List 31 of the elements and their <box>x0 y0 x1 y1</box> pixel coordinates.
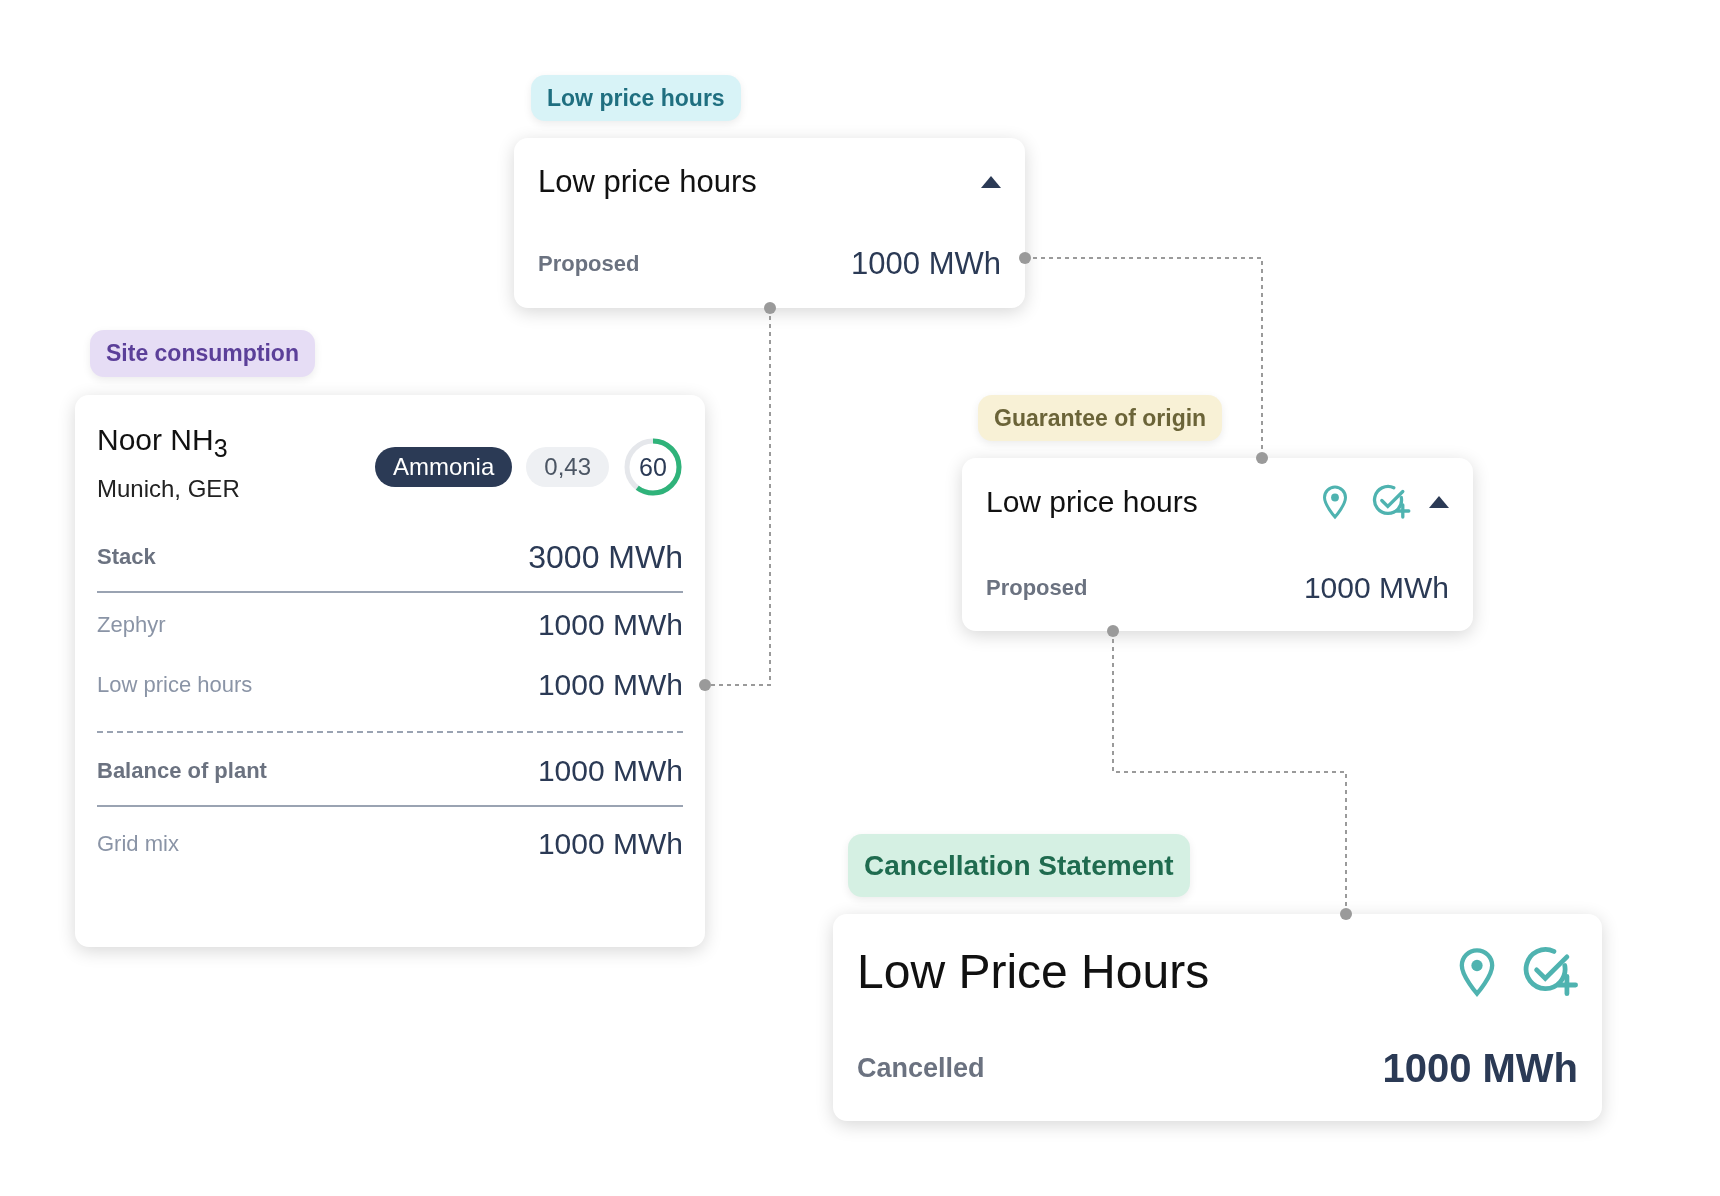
row-label: Zephyr <box>97 612 166 638</box>
row-label: Balance of plant <box>97 758 267 784</box>
progress-ring: 60 <box>623 437 683 497</box>
row-label: Low price hours <box>97 672 253 698</box>
dotted-connector <box>1019 252 1268 464</box>
dotted-connector <box>1107 625 1352 920</box>
category-tag: Low price hours <box>531 75 741 121</box>
row-label: Proposed <box>538 251 640 277</box>
value-text: 1000 MWh <box>851 246 1001 282</box>
value-text: 1000 MWh <box>537 827 683 861</box>
row-label: Grid mix <box>97 831 179 857</box>
card-title: Low price hours <box>986 485 1198 519</box>
category-chip: Ammonia <box>374 447 513 487</box>
card-title: Low price hours <box>538 164 757 200</box>
value-text: 1000 MWh <box>537 754 683 788</box>
value-text: 1000 MWh <box>1382 1046 1578 1091</box>
score-chip: 0,43 <box>526 447 609 487</box>
category-tag: Cancellation Statement <box>848 834 1190 897</box>
site-location: Munich, GER <box>97 475 240 503</box>
value-text: 1000 MWh <box>537 608 683 642</box>
row-label: Stack <box>97 544 156 570</box>
card-title: Low Price Hours <box>857 944 1210 999</box>
dotted-connector <box>699 302 776 691</box>
value-text: 3000 MWh <box>528 538 683 576</box>
category-tag: Site consumption <box>90 330 315 377</box>
category-tag: Guarantee of origin <box>978 395 1223 441</box>
row-label: Proposed <box>986 575 1088 601</box>
value-text: 1000 MWh <box>1303 571 1449 605</box>
site-name: Noor NH$_{3}$ <box>97 423 229 463</box>
row-label: Cancelled <box>857 1053 985 1084</box>
value-text: 1000 MWh <box>537 668 683 702</box>
